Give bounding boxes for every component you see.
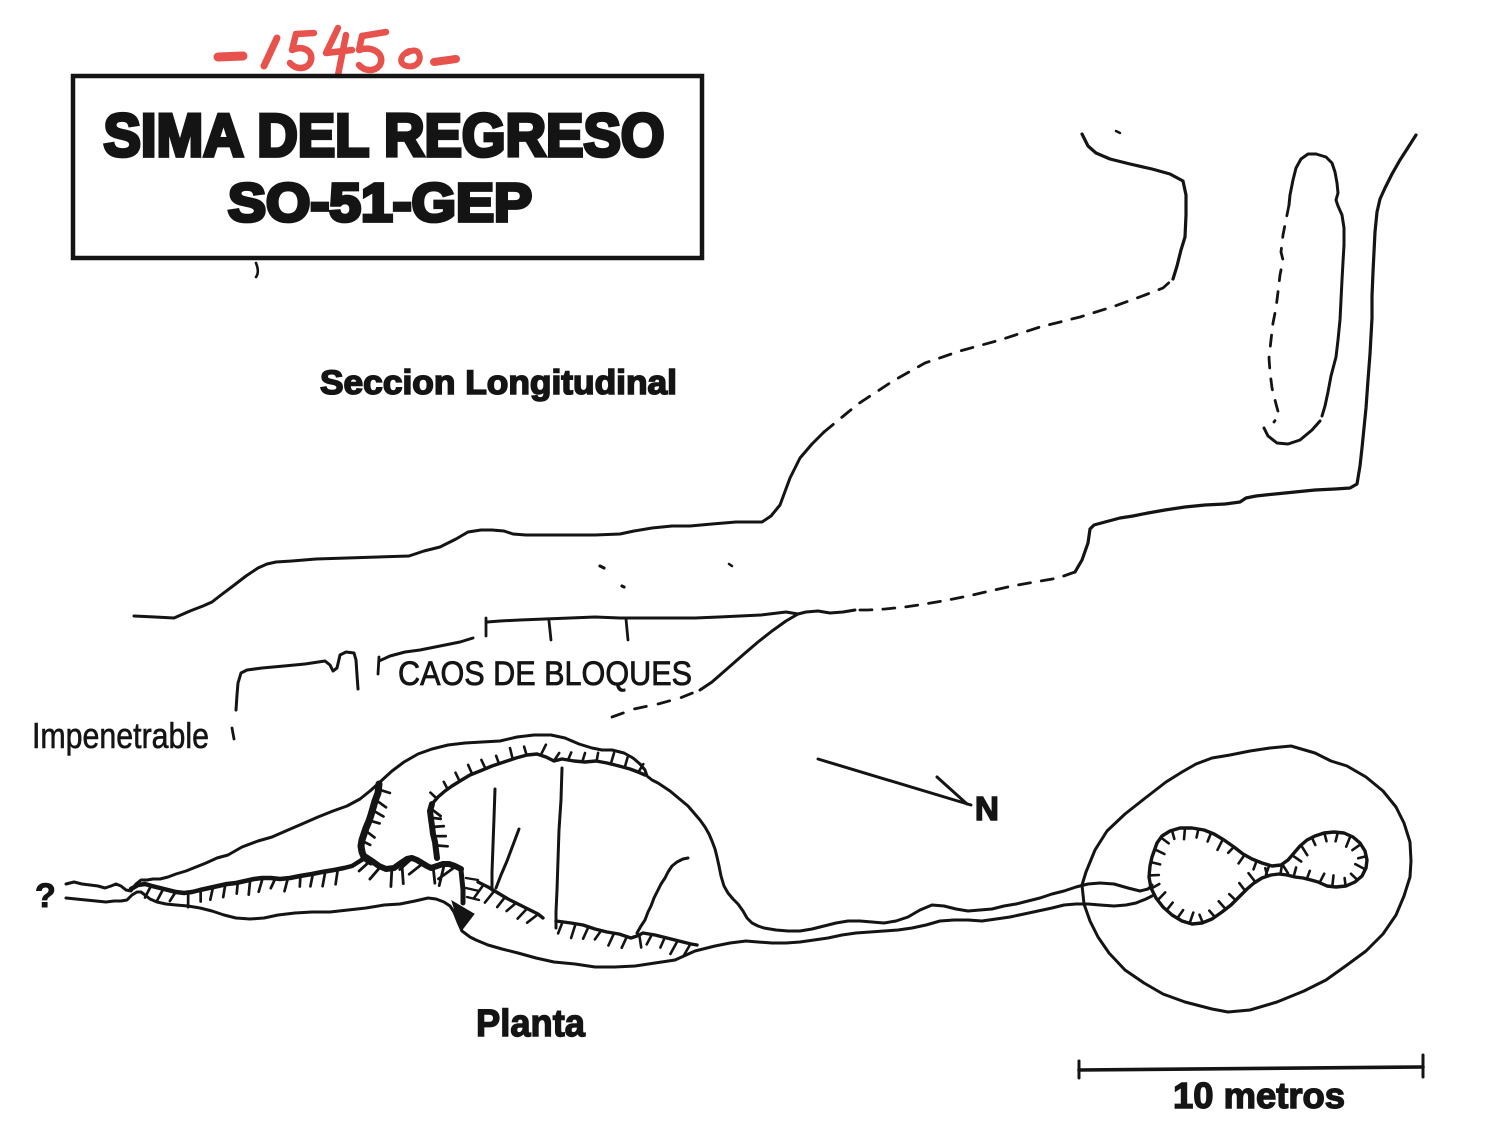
svg-text:Seccion Longitudinal: Seccion Longitudinal (320, 364, 677, 402)
svg-text:SIMA DEL REGRESO: SIMA DEL REGRESO (104, 102, 665, 169)
svg-text:N: N (975, 790, 999, 827)
svg-text:SO-51-GEP: SO-51-GEP (228, 173, 532, 233)
svg-text:CAOS DE BLOQUES: CAOS DE BLOQUES (398, 655, 692, 693)
svg-text:Planta: Planta (476, 1003, 586, 1045)
svg-text:Impenetrable: Impenetrable (32, 715, 209, 756)
svg-text:10 metros: 10 metros (1173, 1075, 1345, 1116)
svg-text:?: ? (35, 877, 56, 915)
